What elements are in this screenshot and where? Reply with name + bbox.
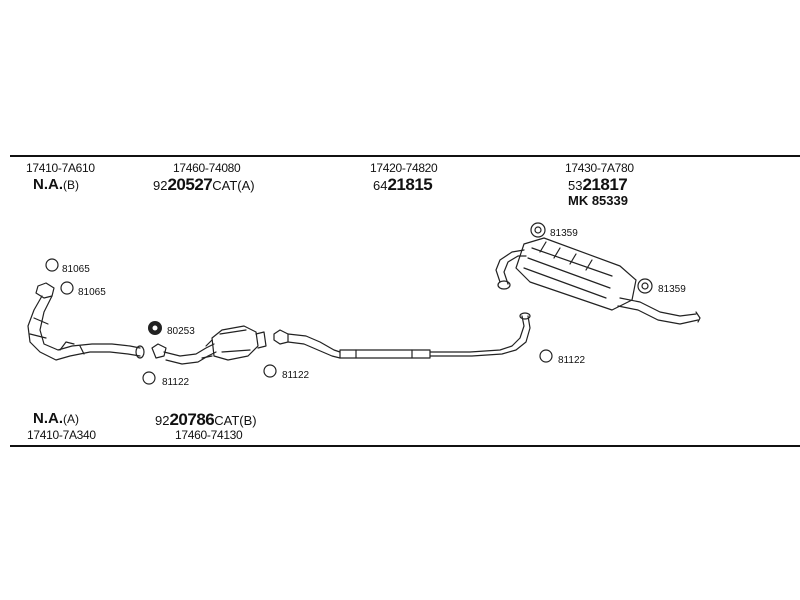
front-pipe-drawing <box>27 282 145 361</box>
center-pipe-drawing <box>273 312 531 359</box>
part-suffix: CAT(A) <box>212 178 255 193</box>
part-prefix: 92 <box>155 413 170 428</box>
clamp-ring-icon <box>539 349 553 363</box>
ref-label: 81065 <box>62 264 90 275</box>
oe-number-catalyst-b: 17460-74130 <box>175 428 243 442</box>
na-text: N.A. <box>33 176 63 193</box>
ref-label: 81122 <box>282 370 310 381</box>
ref-label: 81359 <box>658 284 686 295</box>
gasket-icon <box>148 321 162 335</box>
part-number-center-pipe: 6421815 <box>373 175 433 195</box>
clamp-ring-icon <box>142 371 156 385</box>
ref-label: 81122 <box>558 355 586 366</box>
mk-number: MK 85339 <box>568 193 628 208</box>
part-prefix: 53 <box>568 178 583 193</box>
ref-label: 81122 <box>162 377 190 388</box>
na-front-pipe-b: N.A.(B) <box>33 176 79 193</box>
ref-label: 80253 <box>167 326 195 337</box>
part-prefix: 92 <box>153 178 168 193</box>
na-text: N.A. <box>33 410 63 427</box>
oe-number-rear-muffler: 17430-7A780 <box>565 161 634 175</box>
part-number-catalyst-b: 9220786CAT(B) <box>155 410 257 430</box>
rubber-mount-icon <box>637 278 653 294</box>
catalyst-drawing <box>151 325 267 365</box>
clamp-ring-icon <box>45 258 59 272</box>
oe-number-front-pipe: 17410-7A610 <box>26 161 95 175</box>
part-suffix: CAT(B) <box>214 413 257 428</box>
na-front-pipe-a: N.A.(A) <box>33 410 79 427</box>
part-number: 20786 <box>169 410 215 429</box>
part-number-catalyst-a: 9220527CAT(A) <box>153 175 255 195</box>
top-rule <box>10 155 800 157</box>
na-suffix: (A) <box>63 412 79 426</box>
part-number-rear-muffler: 5321817 <box>568 175 628 195</box>
rear-muffler-drawing <box>495 237 701 325</box>
clamp-ring-icon <box>263 364 277 378</box>
na-suffix: (B) <box>63 178 79 192</box>
part-prefix: 64 <box>373 178 388 193</box>
part-number: 21817 <box>582 175 628 194</box>
part-number: 20527 <box>167 175 213 194</box>
rubber-mount-icon <box>530 222 546 238</box>
clamp-ring-icon <box>60 281 74 295</box>
oe-number-front-pipe-a: 17410-7A340 <box>27 428 96 442</box>
oe-number-center-pipe: 17420-74820 <box>370 161 438 175</box>
ref-label: 81065 <box>78 287 106 298</box>
part-number: 21815 <box>387 175 433 194</box>
oe-number-catalyst-a: 17460-74080 <box>173 161 241 175</box>
ref-label: 81359 <box>550 228 578 239</box>
bottom-rule <box>10 445 800 447</box>
